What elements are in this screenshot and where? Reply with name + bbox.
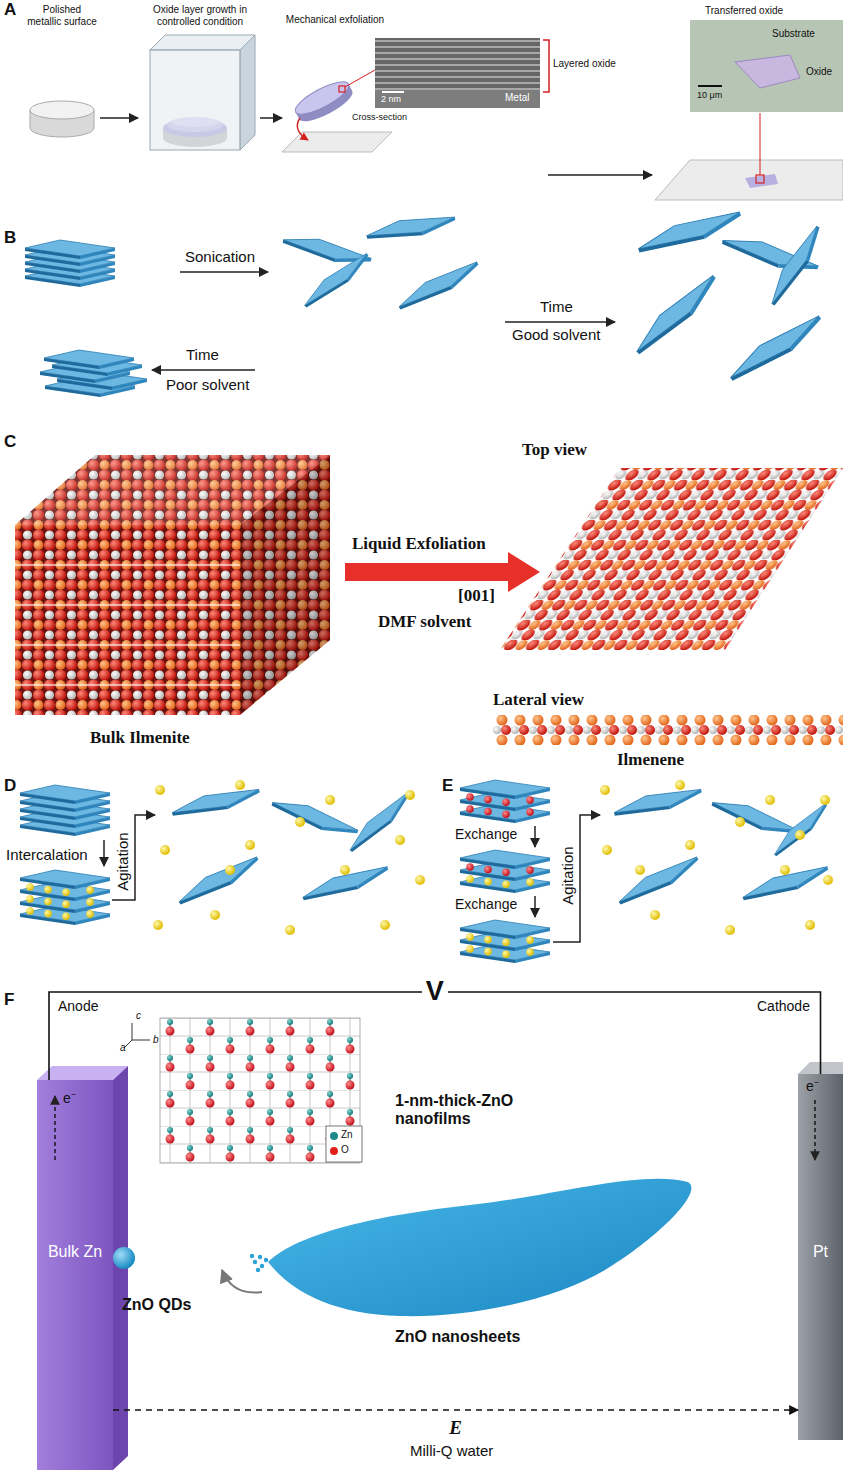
- panel-letter: B: [4, 228, 16, 248]
- product-label: ZnO QDs: [122, 1296, 191, 1314]
- material-label: Bulk Ilmenite: [90, 728, 190, 748]
- process-label: Intercalation: [6, 846, 88, 863]
- electrode-label: Anode: [58, 998, 98, 1014]
- direction-label: [001]: [458, 586, 495, 606]
- material-label: Ilmenene: [617, 750, 684, 770]
- connector-label: V: [422, 976, 448, 1007]
- legend-swatch: [330, 1147, 338, 1155]
- step-label: Transferred oxide: [705, 5, 783, 17]
- electron-label: e⁻: [63, 1090, 76, 1106]
- product-label: ZnO nanosheets: [395, 1328, 520, 1346]
- panel-letter: D: [4, 776, 16, 796]
- connector-label: E: [445, 1417, 466, 1439]
- node-label: Pt: [798, 1242, 843, 1261]
- electrode-label: Cathode: [757, 998, 810, 1014]
- axis-label: c: [136, 1010, 141, 1022]
- process-label: Poor solvent: [166, 376, 249, 393]
- callout-label: Cross-section: [352, 112, 407, 122]
- legend-text: O: [341, 1144, 349, 1156]
- panel-d-illustration: [20, 780, 425, 935]
- step-label: Polished metallic surface: [25, 4, 99, 27]
- connector: [49, 992, 821, 1080]
- node-label: Bulk Zn: [37, 1242, 113, 1261]
- legend-swatch: [330, 1132, 338, 1140]
- process-label: Time: [540, 298, 573, 315]
- product-label: 1-nm-thick-ZnO nanofilms: [395, 1092, 555, 1129]
- panel-letter: E: [442, 776, 453, 796]
- process-label: Agitation: [113, 833, 130, 891]
- panel-a-illustration: [30, 20, 843, 200]
- scale-label: 10 μm: [697, 90, 722, 100]
- legend-text: Zn: [341, 1129, 353, 1141]
- axis-label: b: [153, 1034, 159, 1046]
- panel-f-illustration: [37, 1018, 843, 1470]
- zinc-anode: Bulk Zn: [37, 1080, 113, 1470]
- panel-letter: F: [4, 990, 14, 1010]
- process-label: Sonication: [185, 248, 255, 265]
- panel-b-illustration: [25, 203, 827, 397]
- step-label: Oxide layer growth in controlled conditi…: [140, 4, 260, 27]
- process-label: Liquid Exfoliation: [352, 534, 486, 554]
- process-label: Exchange: [455, 896, 517, 912]
- panel-letter: A: [4, 0, 16, 20]
- view-label: Lateral view: [493, 690, 584, 710]
- panel-c-illustration: [15, 455, 843, 745]
- process-label: Agitation: [558, 847, 575, 905]
- process-label: Time: [186, 346, 219, 363]
- panel-letter: C: [4, 432, 16, 452]
- panel-e-illustration: [460, 780, 833, 963]
- process-label: Good solvent: [512, 326, 600, 343]
- region-label: Oxide: [806, 66, 832, 78]
- scale-label: 2 nm: [381, 94, 401, 104]
- callout-label: Layered oxide: [553, 58, 616, 70]
- step-label: Mechanical exfoliation: [275, 14, 395, 26]
- process-label: Exchange: [455, 826, 517, 842]
- view-label: Top view: [522, 440, 587, 460]
- platinum-cathode: Pt: [798, 1074, 843, 1440]
- process-label: DMF solvent: [378, 612, 471, 632]
- electron-label: e⁻: [806, 1078, 819, 1094]
- connector: [113, 1409, 798, 1410]
- region-label: Substrate: [772, 28, 815, 40]
- medium-label: Milli-Q water: [410, 1442, 493, 1459]
- region-label: Metal: [505, 92, 529, 104]
- axis-label: a: [120, 1042, 126, 1054]
